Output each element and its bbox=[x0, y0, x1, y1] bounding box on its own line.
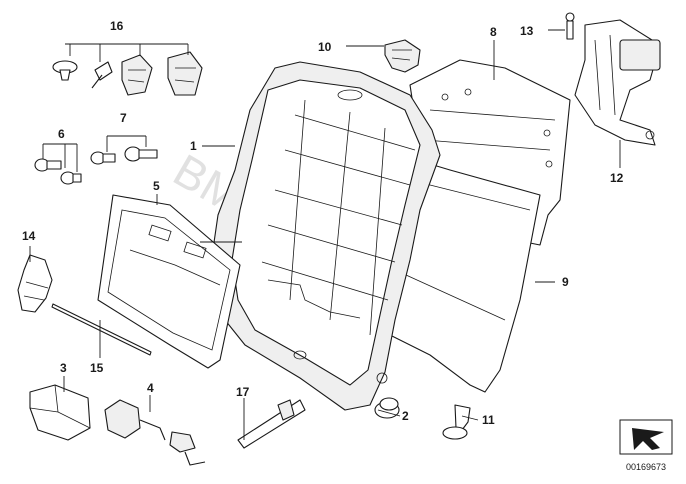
callout-8: 8 bbox=[490, 25, 497, 39]
callout-5: 5 bbox=[153, 179, 160, 193]
reference-number: 00169673 bbox=[626, 462, 666, 472]
part-16-clip-set[interactable] bbox=[52, 51, 203, 96]
callout-12: 12 bbox=[610, 171, 624, 185]
callout-labels: 16 10 8 13 6 7 1 12 5 14 9 15 3 4 17 2 1… bbox=[22, 19, 624, 427]
part-7-bolts[interactable] bbox=[90, 146, 158, 165]
part-3-control-module[interactable] bbox=[29, 384, 91, 441]
part-11-push-rivet[interactable] bbox=[442, 404, 471, 440]
callout-17: 17 bbox=[236, 385, 250, 399]
callout-14: 14 bbox=[22, 229, 36, 243]
callout-6: 6 bbox=[58, 127, 65, 141]
part-10-clip[interactable] bbox=[384, 39, 421, 73]
callout-13: 13 bbox=[520, 24, 534, 38]
callout-3: 3 bbox=[60, 361, 67, 375]
callout-11: 11 bbox=[482, 413, 495, 427]
part-17-strip[interactable] bbox=[237, 399, 306, 449]
callout-2: 2 bbox=[402, 409, 409, 423]
callout-4: 4 bbox=[147, 381, 154, 395]
part-6-bolts[interactable] bbox=[34, 158, 82, 185]
part-15-rod[interactable] bbox=[51, 303, 152, 356]
leader-lines bbox=[29, 29, 621, 440]
callout-9: 9 bbox=[562, 275, 569, 289]
part-5-back-panel[interactable] bbox=[97, 194, 241, 369]
part-13-screw[interactable] bbox=[565, 12, 575, 40]
callout-1: 1 bbox=[190, 139, 197, 153]
callout-7: 7 bbox=[120, 111, 127, 125]
part-4-harness[interactable] bbox=[104, 399, 206, 466]
callout-15: 15 bbox=[90, 361, 104, 375]
part-14-lock[interactable] bbox=[17, 254, 53, 313]
part-12-bracket[interactable] bbox=[574, 19, 661, 146]
callout-16: 16 bbox=[110, 19, 124, 33]
callout-10: 10 bbox=[318, 40, 332, 54]
part-1-backrest-frame[interactable] bbox=[209, 61, 441, 411]
direction-arrow-icon bbox=[619, 419, 673, 455]
